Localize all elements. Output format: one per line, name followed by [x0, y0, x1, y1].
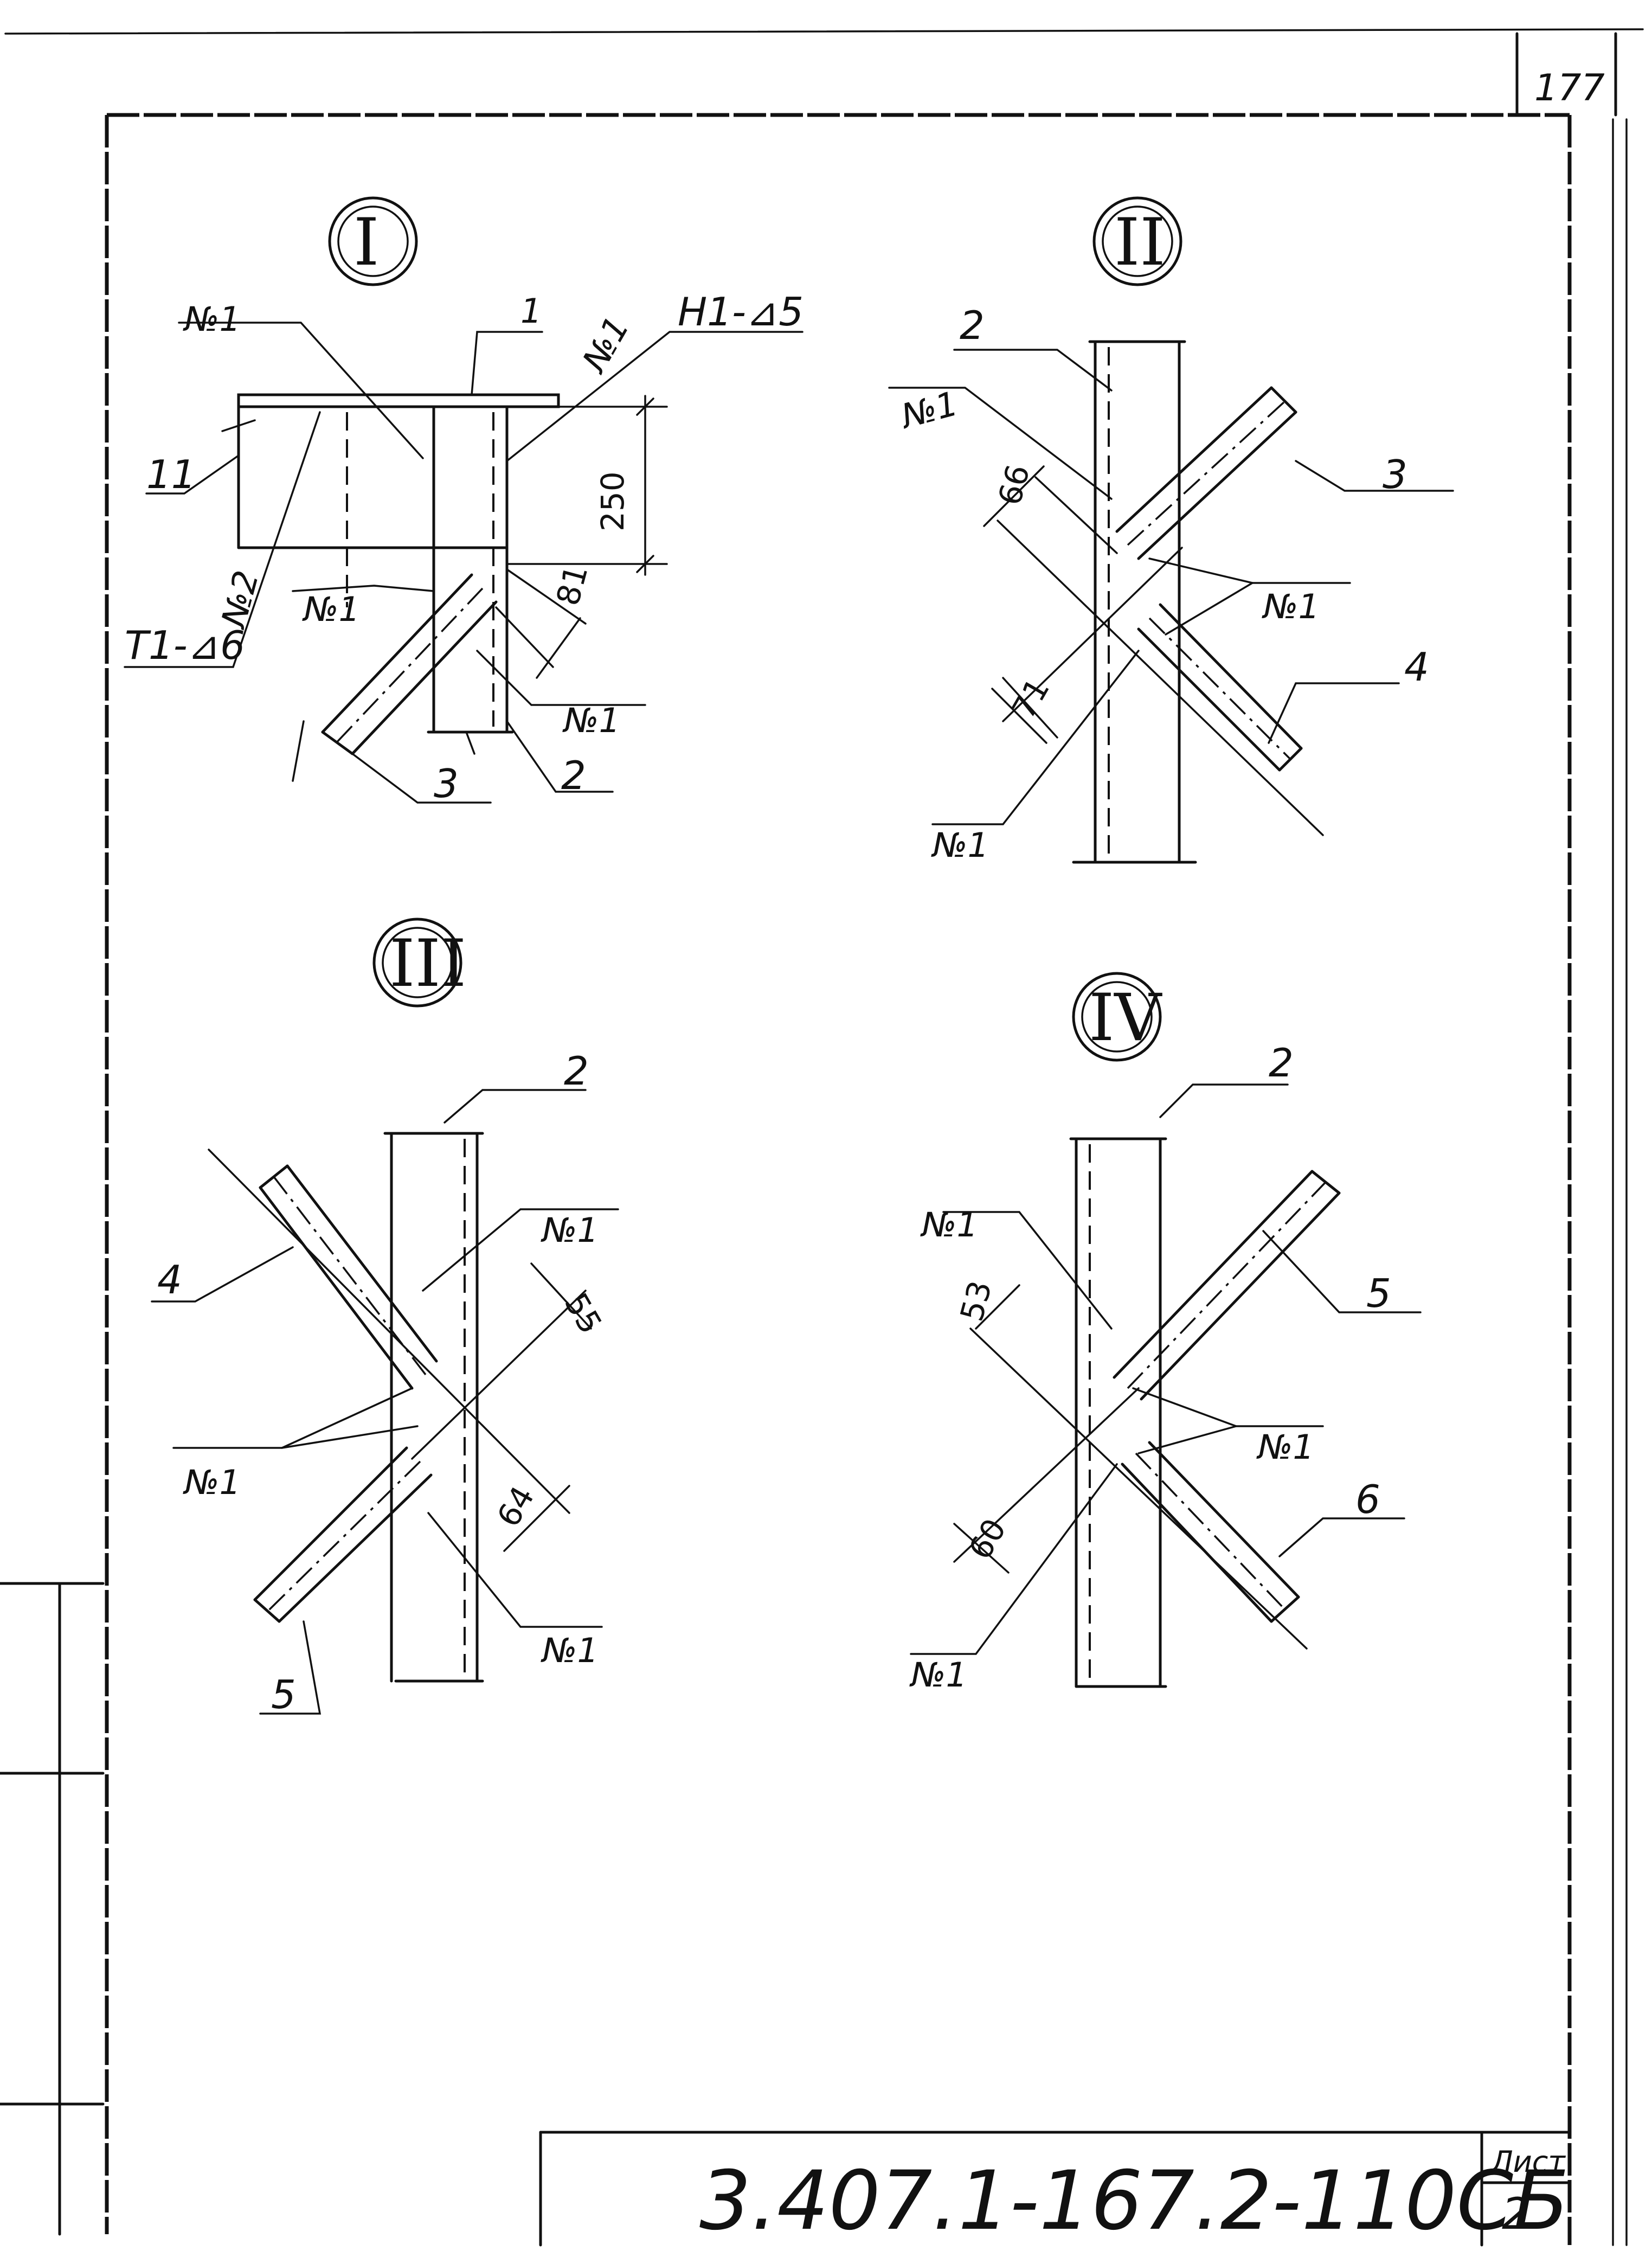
detail-I-part2: 2: [561, 753, 586, 798]
document-code: 3.407.1-167.2-110СБ: [699, 2154, 1569, 2248]
detail-II-weld1-a: №1: [896, 383, 962, 437]
detail-I-part11: 11: [146, 452, 196, 497]
sheet-label: Лист: [1490, 2145, 1566, 2179]
detail-III-weld1-a: №1: [541, 1210, 599, 1250]
title-block: [539, 2131, 1571, 2247]
detail-IV-part5: 5: [1366, 1271, 1391, 1316]
dim-IV-lower: 60: [961, 1512, 1013, 1566]
detail-I-weld-spec-left: Т1-⊿6: [125, 623, 245, 668]
detail-I-part3: 3: [434, 761, 459, 806]
detail-I-weld1-d: №1: [562, 701, 620, 740]
detail-IV-part6: 6: [1355, 1477, 1380, 1522]
detail-I-weld1-c: №1: [302, 589, 360, 629]
detail-IV-weld1-c: №1: [909, 1655, 967, 1695]
dim-I-offset: 81: [549, 561, 595, 610]
drawing-frame: [0, 28, 1644, 2246]
detail-IV-weld1-a: №1: [920, 1205, 978, 1245]
detail-I-label: I: [353, 205, 379, 280]
detail-marker-II: [1092, 196, 1182, 286]
detail-III: 55 64: [151, 918, 619, 1715]
dim-II-lower: 71: [1005, 672, 1057, 725]
detail-I-weld1-a: №1: [183, 299, 241, 339]
detail-I-part1: 1: [520, 291, 542, 331]
dim-II-upper: 66: [991, 461, 1037, 509]
detail-III-part4: 4: [157, 1257, 182, 1303]
sheet-number: 2: [1502, 2189, 1529, 2239]
detail-II-label: II: [1114, 205, 1166, 280]
detail-I-weld1-b: №1: [574, 310, 637, 380]
dim-IV-upper: 53: [953, 1277, 999, 1325]
detail-II-weld1-c: №1: [931, 825, 989, 865]
detail-II-part3: 3: [1383, 452, 1407, 497]
dim-III-lower: 64: [490, 1480, 542, 1533]
detail-III-label: III: [389, 926, 466, 1002]
detail-III-part5: 5: [271, 1672, 296, 1717]
dim-III-upper: 55: [557, 1287, 609, 1340]
detail-II-weld1-b: №1: [1262, 587, 1320, 626]
detail-IV-weld1-b: №1: [1256, 1427, 1314, 1467]
detail-III-part2: 2: [564, 1048, 589, 1094]
detail-III-weld1-c: №1: [541, 1631, 599, 1670]
dim-I-height: 250: [594, 471, 631, 531]
detail-II-part4: 4: [1404, 644, 1429, 690]
detail-II: 66 71: [888, 196, 1454, 864]
detail-marker-I: [328, 196, 418, 286]
detail-I-weld-spec-top: Н1-⊿5: [678, 289, 803, 335]
detail-marker-IV: [1072, 972, 1162, 1062]
detail-III-weld1-b: №1: [183, 1463, 241, 1502]
detail-II-part2: 2: [960, 303, 985, 348]
detail-I: 250 81: [124, 196, 803, 804]
detail-IV-part2: 2: [1269, 1040, 1294, 1086]
detail-IV-label: IV: [1089, 980, 1162, 1056]
page-number: 177: [1534, 67, 1605, 110]
detail-IV: 53 60: [910, 972, 1422, 1688]
detail-marker-III: [372, 918, 462, 1008]
